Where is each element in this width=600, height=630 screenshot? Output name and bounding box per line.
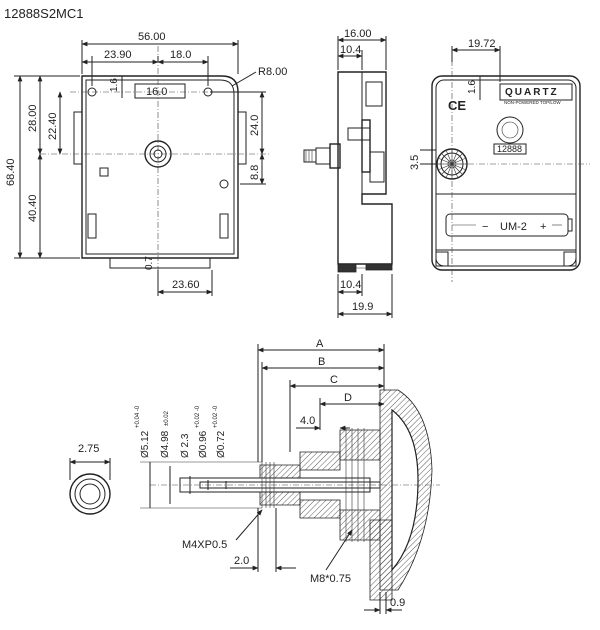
front-right-small-dim: 8.8 xyxy=(249,165,261,180)
front-top-offset-dim: 1.6 xyxy=(109,78,120,92)
dim-4-0: 4.0 xyxy=(300,415,315,427)
front-radius-dim: R8.00 xyxy=(258,66,287,78)
dia-label-2: Ø 2.3 xyxy=(180,433,191,458)
front-upper-height-dim: 28.00 xyxy=(27,104,39,132)
side-overall-depth-dim: 19.9 xyxy=(352,301,373,313)
battery-minus: − xyxy=(482,221,488,233)
front-mid-height-dim: 22.40 xyxy=(47,112,59,140)
side-bottom-depth-dim: 10.4 xyxy=(340,279,361,291)
dia-label-4: Ø0.72 xyxy=(216,430,227,458)
back-gear-offset-dim: 3.5 xyxy=(409,155,421,170)
dim-2-0: 2.0 xyxy=(234,555,249,567)
front-bottom-width-dim: 23.60 xyxy=(172,279,200,291)
drawing-title: 12888S2MC1 xyxy=(4,6,84,21)
back-view: QUARTZ NON-POWERED TOP/LOW CE 12888 − UM… xyxy=(409,38,590,282)
back-model-label: 12888 xyxy=(497,144,522,154)
diameter-labels: Ø5.12 +0.04 -0 Ø4.98 ±0.02 Ø 2.3 Ø0.96 +… xyxy=(135,405,262,509)
front-slot-width: 16.0 xyxy=(146,86,167,98)
front-bottom-offset-dim: 0.7 xyxy=(144,256,155,270)
dim-d: D xyxy=(344,392,352,404)
dim-c: C xyxy=(330,374,338,386)
front-width-dim: 56.00 xyxy=(138,31,166,43)
side-view: 16.00 10.4 10.4 19.9 xyxy=(303,28,393,318)
dia-label-3: Ø0.96 xyxy=(198,430,209,458)
dim-0-9: 0.9 xyxy=(390,597,405,609)
dia-label-1: Ø4.98 xyxy=(160,430,171,458)
back-brand: QUARTZ xyxy=(505,87,559,98)
shaft-section: A B C D 4.0 Ø5.12 +0.04 -0 Ø4.98 ±0.02 Ø… xyxy=(135,338,440,614)
dia-label-0: Ø5.12 xyxy=(140,430,151,458)
battery-plus: + xyxy=(540,221,546,233)
end-view-dia-dim: 2.75 xyxy=(78,443,99,455)
front-view: 16.0 56.00 23.90 18.0 1.6 xyxy=(5,31,287,296)
dia-label-4-tol: +0.02 -0 xyxy=(213,405,219,428)
side-top-depth-dim: 10.4 xyxy=(340,44,361,56)
dia-label-0-tol: +0.04 -0 xyxy=(135,405,141,428)
back-top-offset-dim: 1.6 xyxy=(467,80,478,94)
front-right-height-dim: 24.0 xyxy=(249,115,261,136)
shaft-end-view: 2.75 xyxy=(69,443,111,515)
dia-label-3-tol: +0.02 -0 xyxy=(195,405,201,428)
dia-label-1-tol: ±0.02 xyxy=(164,410,170,426)
front-total-height-dim: 68.40 xyxy=(5,158,17,186)
front-left-to-hole-dim: 23.90 xyxy=(104,49,132,61)
front-lower-height-dim: 40.40 xyxy=(27,194,39,222)
thread-m4: M4XP0.5 xyxy=(182,539,227,551)
ce-mark: CE xyxy=(448,98,466,113)
thread-m8: M8*0.75 xyxy=(310,573,351,585)
side-total-depth-dim: 16.00 xyxy=(344,28,372,40)
back-shaft-offset-dim: 19.72 xyxy=(468,38,496,50)
front-hole-spacing-dim: 18.0 xyxy=(170,49,191,61)
dim-a: A xyxy=(316,338,324,350)
back-brand-sub: NON-POWERED TOP/LOW xyxy=(504,100,561,105)
dim-b: B xyxy=(318,356,325,368)
battery-label: UM-2 xyxy=(500,221,527,233)
